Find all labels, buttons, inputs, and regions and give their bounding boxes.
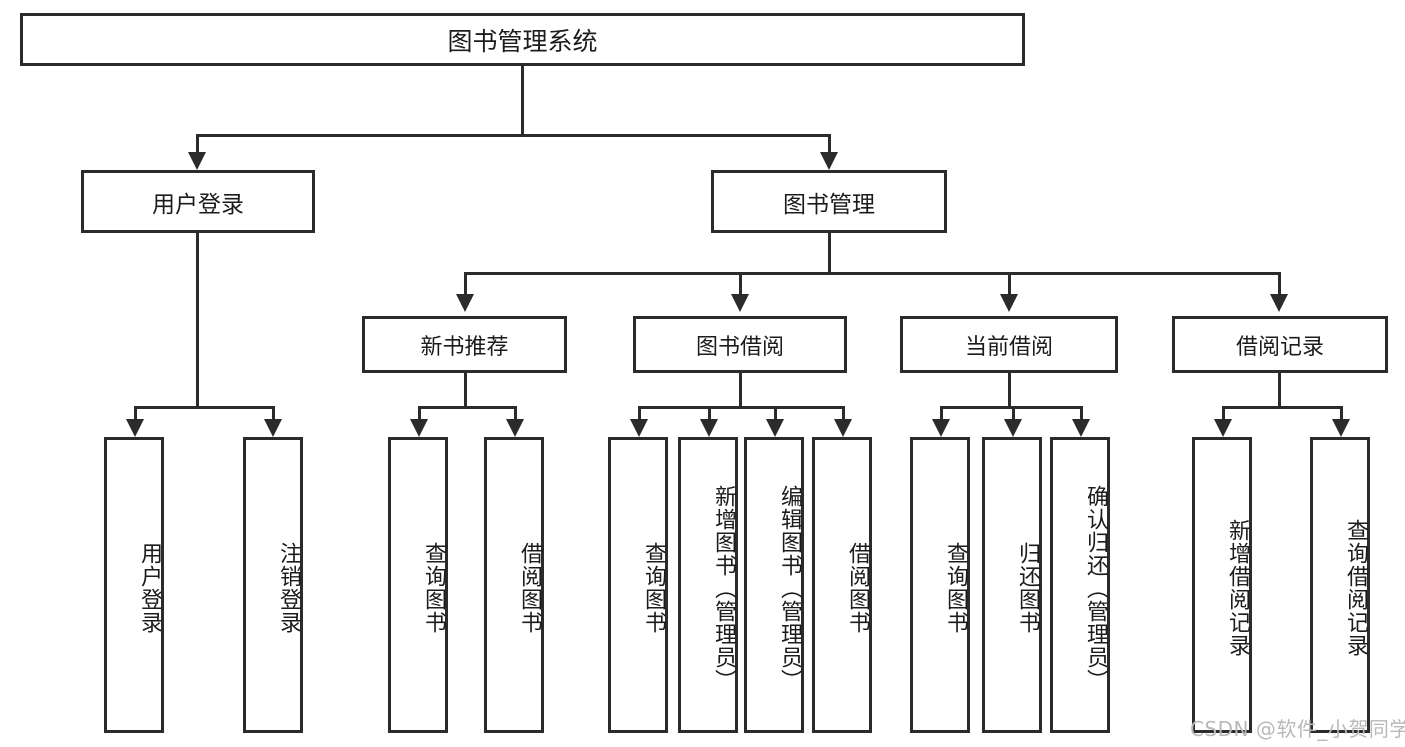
edge-current-borrow-to-leaf-1 (940, 406, 943, 420)
node-label: 当前借阅 (964, 334, 1053, 360)
node-label: 查询图书 (641, 542, 666, 634)
edge-current-borrow-to-leaf-3 (1080, 406, 1083, 420)
node-label: 新增图书（管理员） (711, 484, 736, 692)
node-book-borrow[interactable]: 图书借阅 (633, 316, 847, 373)
node-label: 图书管理 (783, 191, 875, 218)
arrow-to-book-manage (820, 152, 838, 170)
edge-borrow-record-bus (1222, 406, 1343, 409)
node-label: 图书管理系统 (447, 26, 598, 56)
edge-current-borrow-to-leaf-2 (1012, 406, 1015, 420)
node-leaf-add-borrow-record[interactable]: 新增借阅记录 (1192, 437, 1252, 733)
arrow-to-leaf-query-borrow-record (1332, 419, 1350, 437)
node-label: 借阅记录 (1235, 334, 1324, 360)
edge-user-login-to-leaf-2 (272, 406, 275, 420)
node-current-borrow[interactable]: 当前借阅 (900, 316, 1118, 373)
node-label: 借阅图书 (517, 542, 542, 634)
arrow-to-leaf-query-book-borrow (630, 419, 648, 437)
edge-user-login-to-leaf-1 (134, 406, 137, 420)
arrow-to-leaf-return-book (1004, 419, 1022, 437)
node-label: 查询借阅记录 (1343, 519, 1368, 657)
node-leaf-borrow-book-recommend[interactable]: 借阅图书 (484, 437, 544, 733)
node-new-book-recommend[interactable]: 新书推荐 (362, 316, 567, 373)
edge-root-to-user-login (196, 134, 199, 154)
arrow-to-current-borrow (1000, 294, 1018, 312)
arrow-to-leaf-query-book-current (932, 419, 950, 437)
edge-root-bus (196, 134, 830, 137)
edge-new-book-rec-to-leaf-1 (418, 406, 421, 420)
edge-new-book-rec-to-leaf-2 (514, 406, 517, 420)
node-leaf-query-borrow-record[interactable]: 查询借阅记录 (1310, 437, 1370, 733)
node-label: 注销登录 (276, 542, 301, 634)
node-leaf-add-book-admin[interactable]: 新增图书（管理员） (678, 437, 738, 733)
arrow-to-new-book-rec (456, 294, 474, 312)
arrow-to-leaf-user-login (126, 419, 144, 437)
node-user-login[interactable]: 用户登录 (81, 170, 315, 233)
node-label: 新书推荐 (420, 334, 509, 360)
node-label: 用户登录 (137, 542, 162, 634)
edge-book-manage-stem (828, 233, 831, 272)
node-leaf-return-book[interactable]: 归还图书 (982, 437, 1042, 733)
edge-book-borrow-to-leaf-3 (774, 406, 777, 420)
arrow-to-leaf-logout-login (264, 419, 282, 437)
edge-book-manage-bus (464, 272, 1281, 275)
edge-borrow-record-to-leaf-2 (1340, 406, 1343, 420)
node-leaf-query-book-borrow[interactable]: 查询图书 (608, 437, 668, 733)
node-label: 编辑图书（管理员） (777, 484, 802, 692)
node-leaf-edit-book-admin[interactable]: 编辑图书（管理员） (744, 437, 804, 733)
edge-borrow-record-to-leaf-1 (1222, 406, 1225, 420)
edge-current-borrow-stem (1008, 373, 1011, 406)
edge-to-current-borrow (1008, 272, 1011, 294)
node-root-system[interactable]: 图书管理系统 (20, 13, 1025, 66)
edge-borrow-record-stem (1278, 373, 1281, 406)
node-label: 新增借阅记录 (1225, 519, 1250, 657)
node-label: 借阅图书 (845, 542, 870, 634)
edge-book-borrow-to-leaf-1 (638, 406, 641, 420)
node-label: 查询图书 (421, 542, 446, 634)
node-borrow-record[interactable]: 借阅记录 (1172, 316, 1388, 373)
edge-to-borrow-record (1278, 272, 1281, 294)
arrow-to-leaf-query-book-recommend (410, 419, 428, 437)
node-leaf-user-login[interactable]: 用户登录 (104, 437, 164, 733)
edge-book-borrow-to-leaf-4 (842, 406, 845, 420)
node-label: 用户登录 (152, 191, 244, 218)
node-label: 查询图书 (943, 542, 968, 634)
csdn-watermark: CSDN @软件_小贺同学 (1190, 717, 1405, 741)
arrow-to-user-login (188, 152, 206, 170)
node-leaf-logout-login[interactable]: 注销登录 (243, 437, 303, 733)
edge-user-login-stem (196, 233, 199, 406)
arrow-to-leaf-borrow-book-recommend (506, 419, 524, 437)
arrow-to-leaf-add-borrow-record (1214, 419, 1232, 437)
edge-root-to-book-manage (828, 134, 831, 154)
edge-user-login-bus (134, 406, 275, 409)
node-label: 图书借阅 (695, 334, 784, 360)
node-leaf-query-book-current[interactable]: 查询图书 (910, 437, 970, 733)
edge-to-book-borrow (739, 272, 742, 294)
node-leaf-borrow-book[interactable]: 借阅图书 (812, 437, 872, 733)
node-leaf-query-book-recommend[interactable]: 查询图书 (388, 437, 448, 733)
node-label: 归还图书 (1015, 542, 1040, 634)
edge-book-borrow-stem (739, 373, 742, 406)
arrow-to-leaf-add-book (700, 419, 718, 437)
edge-root-stem (521, 66, 524, 134)
node-leaf-confirm-return-admin[interactable]: 确认归还（管理员） (1050, 437, 1110, 733)
arrow-to-leaf-edit-book (766, 419, 784, 437)
arrow-to-book-borrow (731, 294, 749, 312)
node-label: 确认归还（管理员） (1083, 484, 1108, 692)
edge-to-new-book-rec (464, 272, 467, 294)
edge-book-borrow-to-leaf-2 (708, 406, 711, 420)
arrow-to-borrow-record (1270, 294, 1288, 312)
edge-current-borrow-bus (940, 406, 1083, 409)
arrow-to-leaf-confirm-return (1072, 419, 1090, 437)
edge-book-borrow-bus (638, 406, 845, 409)
arrow-to-leaf-borrow-book (834, 419, 852, 437)
edge-new-book-rec-stem (464, 373, 467, 406)
edge-new-book-rec-bus (418, 406, 517, 409)
node-book-management[interactable]: 图书管理 (711, 170, 947, 233)
